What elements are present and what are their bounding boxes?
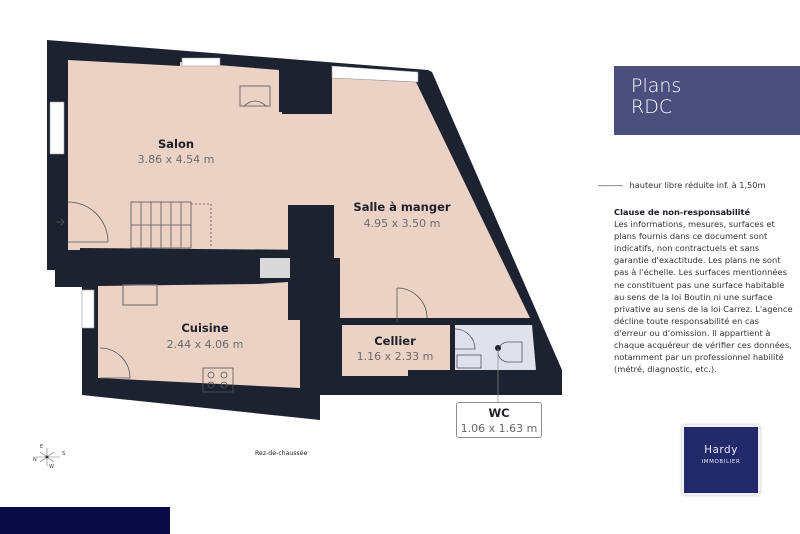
disclaimer: Clause de non-responsabilité Les informa… xyxy=(614,206,794,375)
room-dims-wc: 1.06 x 1.63 m xyxy=(460,422,538,435)
room-label-cellier: Cellier xyxy=(374,334,416,348)
cellier-door-icon xyxy=(396,287,428,323)
compass-s: S xyxy=(62,451,65,457)
window-left-cuisine xyxy=(81,289,95,329)
window-top-salon xyxy=(181,57,221,67)
logo-name: Hardy xyxy=(704,444,738,456)
wc-label-box: WC 1.06 x 1.63 m xyxy=(456,402,542,438)
disclaimer-heading: Clause de non-responsabilité xyxy=(614,207,751,217)
window-left-salon xyxy=(49,101,65,155)
title-banner: Plans RDC xyxy=(614,66,800,135)
title-line-1: Plans xyxy=(631,75,682,97)
fireplace-icon xyxy=(239,85,271,107)
stove-icon xyxy=(202,367,234,393)
floor-cuisine xyxy=(98,282,300,388)
logo-subtitle: IMMOBILIER xyxy=(701,459,741,465)
room-dims-salon: 3.86 x 4.54 m xyxy=(138,153,215,166)
title-line-2: RDC xyxy=(631,96,673,118)
sink-icon xyxy=(122,284,158,306)
room-dims-cuisine: 2.44 x 4.06 m xyxy=(167,338,244,351)
floor-plan: Salon 3.86 x 4.54 m Salle à manger 4.95 … xyxy=(47,40,562,420)
staircase-icon xyxy=(130,201,212,249)
compass-icon: E S N W xyxy=(33,444,65,470)
niche xyxy=(260,258,290,278)
legend-dash: ---------- xyxy=(598,180,623,190)
wall-pillar xyxy=(282,72,332,114)
entry-door-icon xyxy=(56,201,109,243)
disclaimer-body: Les informations, mesures, surfaces et p… xyxy=(614,219,793,375)
compass-w: W xyxy=(49,464,54,470)
room-label-cuisine: Cuisine xyxy=(181,321,229,335)
kitchen-door-icon xyxy=(99,347,131,379)
floor-cellier xyxy=(342,325,450,376)
legend-text: hauteur libre réduite inf. à 1,50m xyxy=(629,180,766,190)
legend: ---------- hauteur libre réduite inf. à 1… xyxy=(598,180,765,190)
room-label-salon: Salon xyxy=(158,137,194,151)
compass-n: N xyxy=(33,457,37,463)
wall-partition xyxy=(55,250,285,287)
footer-bar xyxy=(0,507,170,534)
compass-e: E xyxy=(40,444,43,450)
room-dims-salle-a-manger: 4.95 x 3.50 m xyxy=(364,217,441,230)
floor-salon-salle-a-manger xyxy=(68,60,530,318)
agency-logo: Hardy IMMOBILIER xyxy=(682,425,760,495)
room-label-salle-a-manger: Salle à manger xyxy=(353,200,450,214)
window-top-salle xyxy=(331,65,419,83)
room-dims-cellier: 1.16 x 2.33 m xyxy=(357,350,434,363)
wall-pillar-central xyxy=(288,205,334,285)
room-label-wc: WC xyxy=(488,406,510,420)
level-label: Rez-de-chaussée xyxy=(255,450,308,457)
